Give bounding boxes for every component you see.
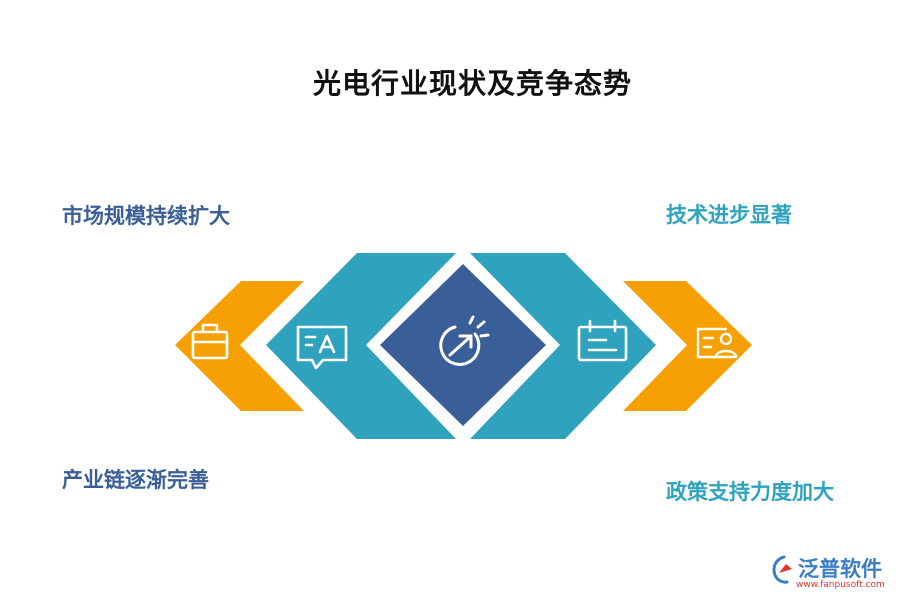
logo-name: 泛普软件 [798,557,882,581]
teal-chevron-left [266,253,456,439]
calendar-icon [577,319,628,362]
growth-arrow-icon [439,315,490,366]
label-market-scale: 市场规模持续扩大 [62,204,230,228]
font-chat-icon [296,325,348,370]
label-industry-chain: 产业链逐渐完善 [62,468,209,492]
logo-mark-icon [772,555,792,584]
fanpu-logo: 泛普软件 www.fanpusoft.com [770,553,895,598]
label-policy-support: 政策支持力度加大 [666,480,834,504]
orange-chevron-left [175,281,304,411]
contact-card-icon [696,327,738,359]
diagram-title: 光电行业现状及竞争态势 [312,67,632,100]
teal-chevron-right [470,253,656,439]
orange-chevron-right [623,281,752,411]
logo-url: www.fanpusoft.com [796,580,885,590]
label-technology-progress: 技术进步显著 [666,203,792,227]
toolbox-icon [191,323,229,360]
